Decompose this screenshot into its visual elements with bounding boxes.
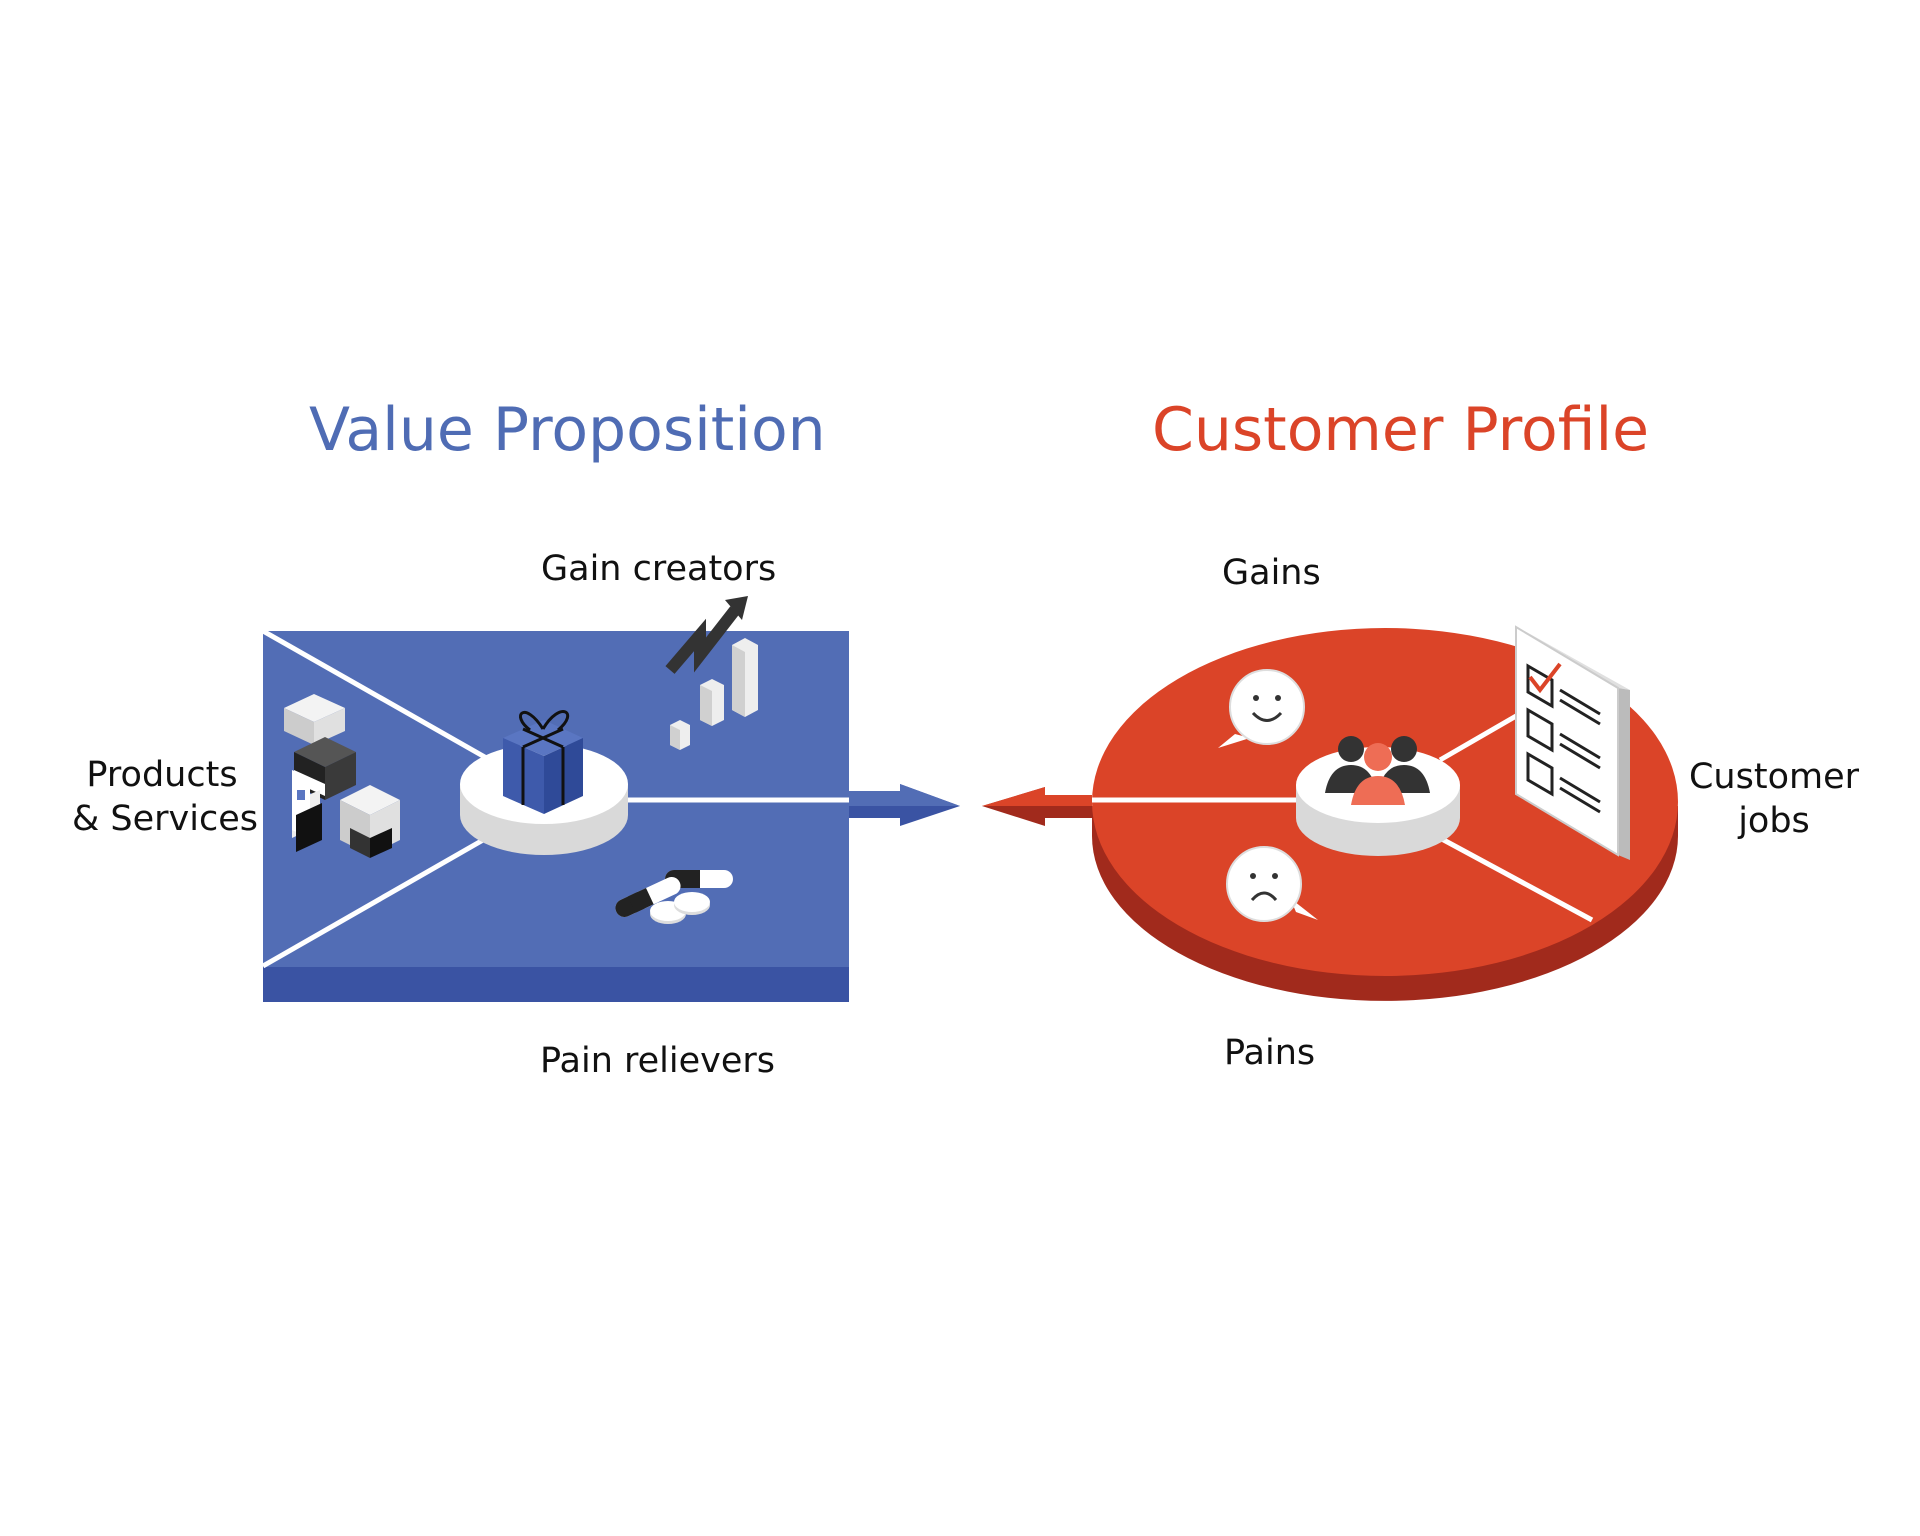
- value-arrow-right: [849, 784, 960, 826]
- value-proposition-title: Value Proposition: [309, 395, 826, 465]
- customer-divider-lower: [1438, 835, 1594, 923]
- pain-relievers-label: Pain relievers: [540, 1041, 776, 1081]
- value-proposition-map: [261, 596, 960, 1002]
- customer-arrow-left: [982, 787, 1092, 826]
- growth-chart-icon: [665, 596, 758, 750]
- checklist-icon: [1515, 625, 1630, 860]
- sad-face-bubble-icon: [1226, 846, 1318, 922]
- products-services-label-line1: Products: [86, 755, 238, 795]
- gains-label: Gains: [1222, 553, 1321, 593]
- value-map-divider-upper: [261, 628, 492, 763]
- products-services-label-line2: & Services: [72, 798, 259, 839]
- happy-face-bubble-icon: [1218, 669, 1305, 748]
- pills-icon: [615, 870, 733, 924]
- customer-profile-map: [982, 625, 1678, 1001]
- customer-jobs-label-line1: Customer: [1688, 757, 1859, 797]
- customer-profile-title: Customer Profile: [1152, 395, 1650, 465]
- value-map-base-edge: [263, 966, 849, 1002]
- value-map-divider-lower: [261, 833, 492, 969]
- gain-creators-label: Gain creators: [541, 549, 777, 589]
- people-group-icon: [1325, 736, 1430, 805]
- customer-jobs-label-line2: jobs: [1738, 800, 1810, 841]
- products-services-label: Products & Services: [72, 754, 259, 842]
- gift-box-icon: [503, 710, 583, 814]
- customer-jobs-label: Customer jobs: [1686, 756, 1862, 844]
- pains-label: Pains: [1224, 1033, 1316, 1073]
- boxes-icon: [284, 694, 400, 858]
